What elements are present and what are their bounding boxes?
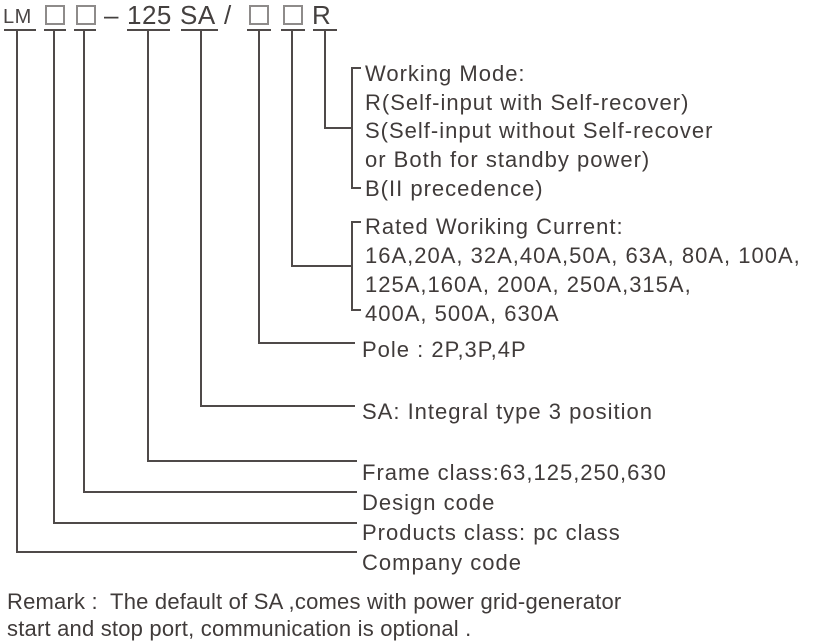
company-code-connector [4,29,357,553]
working-mode-title: Working Mode: [365,61,526,86]
working-mode-section: Working Mode: R(Self-input with Self-rec… [365,60,713,203]
rated-current-line-2: 125A,160A, 200A, 250A,315A, [365,272,692,297]
code-working-mode: R [312,0,332,30]
rated-current-line-1: 16A,20A, 32A,40A,50A, 63A, 80A, 100A, [365,243,801,268]
rated-current-section: Rated Woriking Current: 16A,20A, 32A,40A… [365,212,801,328]
products-class-connector [44,29,357,524]
code-company-prefix: LM [3,6,32,28]
rated-current-title: Rated Woriking Current: [365,214,624,239]
design-code-connector [74,29,357,493]
pole-connector [247,29,355,344]
code-placeholder-box-2 [76,5,96,25]
remark-line-1: Remark : The default of SA ,comes with p… [7,589,622,614]
pole-label: Pole : 2P,3P,4P [362,337,527,362]
code-placeholder-box-4 [283,5,303,25]
remark-line-2: start and stop port, communication is op… [7,616,472,641]
code-separator-dash: – [104,0,119,30]
working-mode-line-s2: or Both for standby power) [365,147,651,173]
code-frame-size: 125 [127,0,172,30]
remark-note: Remark : The default of SA ,comes with p… [7,588,621,642]
sa-type-label: SA: Integral type 3 position [362,399,653,424]
code-placeholder-box-3 [249,5,269,25]
working-mode-line-s: S(Self-input without Self-recover [365,118,714,144]
working-mode-connector [313,29,361,189]
code-placeholder-box-1 [45,5,65,25]
code-sa-type: SA [180,0,216,30]
sa-type-connector [181,29,355,407]
frame-class-connector [127,29,357,462]
company-code-label: Company code [362,550,522,575]
code-slash: / [224,0,232,30]
rated-current-connector [281,29,361,311]
products-class-label: Products class: pc class [362,520,621,545]
rated-current-line-3: 400A, 500A, 630A [365,301,560,326]
working-mode-line-r: R(Self-input with Self-recover) [365,89,690,115]
frame-class-label: Frame class:63,125,250,630 [362,460,667,485]
working-mode-line-b: B(II precedence) [365,175,544,201]
design-code-label: Design code [362,490,496,515]
